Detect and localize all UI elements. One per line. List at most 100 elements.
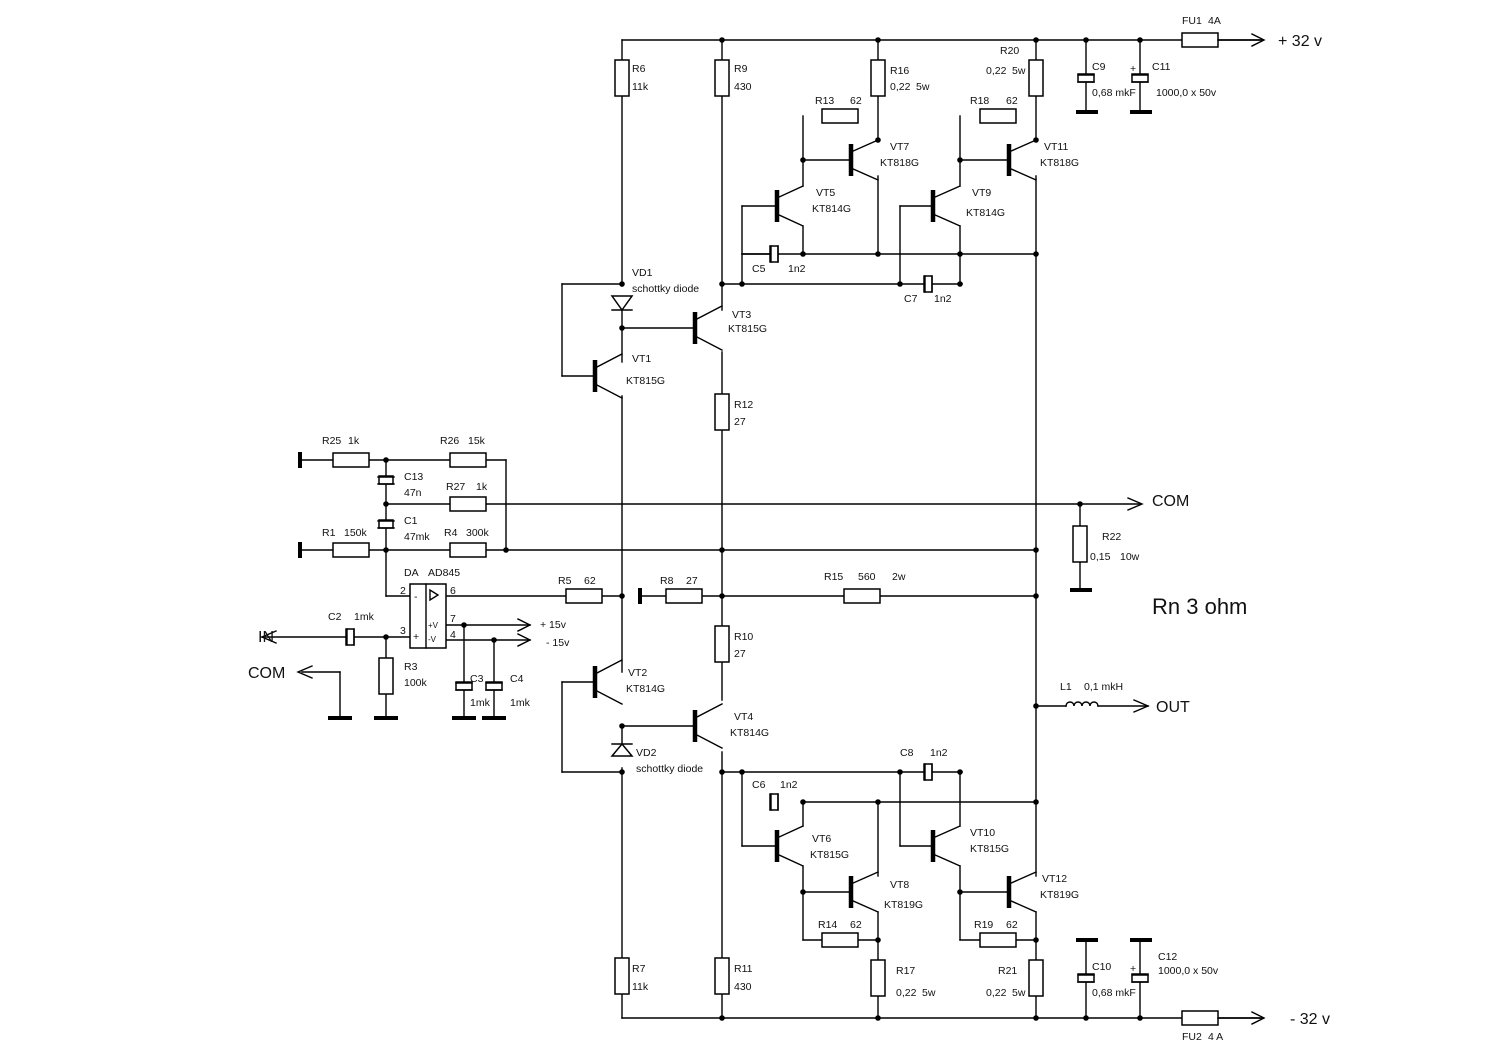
vt6-part: KT815G	[810, 849, 849, 861]
r17-extra: 5w	[922, 987, 936, 999]
r14-ref: R14	[818, 919, 837, 931]
r8-ref: R8	[660, 575, 674, 587]
vt5-part: KT814G	[812, 203, 851, 215]
com-out-label: COM	[1152, 493, 1189, 510]
c12-value: 1000,0 x 50v	[1158, 965, 1219, 977]
diodes	[610, 295, 634, 757]
opamp-pin4: 4	[450, 629, 456, 641]
r10-body	[714, 625, 730, 663]
vt8-ref: VT8	[890, 879, 909, 891]
vt9-ref: VT9	[972, 187, 991, 199]
r5-body	[565, 588, 603, 604]
wires	[261, 39, 1261, 1019]
r16-extra: 5w	[916, 81, 930, 93]
r26-ref: R26	[440, 435, 459, 447]
l1-ref: L1	[1060, 681, 1072, 693]
vt11-part: KT818G	[1040, 157, 1079, 169]
c5-value: 1n2	[788, 263, 806, 275]
opamp-pin3: 3	[400, 625, 406, 637]
r11-ref: R11	[734, 963, 753, 975]
r13-value: 62	[850, 95, 862, 107]
c8-ref: C8	[900, 747, 914, 759]
c9-ref: C9	[1092, 61, 1106, 73]
c2-ref: C2	[328, 611, 342, 623]
r4-value: 300k	[466, 527, 490, 539]
svg-text:+: +	[1130, 63, 1136, 75]
c2-value: 1mk	[354, 611, 375, 623]
vt3-ref: VT3	[732, 309, 751, 321]
r20-extra: 5w	[1012, 65, 1026, 77]
r4-body	[449, 542, 487, 558]
c13-ref: C13	[404, 471, 423, 483]
r8-body	[665, 588, 703, 604]
c3-value: 1mk	[470, 697, 491, 709]
opamp-vminus: -V	[428, 635, 437, 644]
vt6-ref: VT6	[812, 833, 831, 845]
vt5-ref: VT5	[816, 187, 835, 199]
c11-value: 1000,0 x 50v	[1156, 87, 1217, 99]
neg-supply-label: - 32 v	[1290, 1011, 1330, 1028]
r7-ref: R7	[632, 963, 646, 975]
svg-text:+: +	[1130, 963, 1136, 975]
c10-ref: C10	[1092, 961, 1111, 973]
r7-body	[614, 957, 630, 995]
vt11-ref: VT11	[1044, 141, 1068, 153]
vt3-part: KT815G	[728, 323, 767, 335]
r3-value: 100k	[404, 677, 428, 689]
r12-body	[714, 393, 730, 431]
vt2-ref: VT2	[628, 667, 647, 679]
r22-value: 0,15	[1090, 551, 1111, 563]
r19-body	[979, 932, 1017, 948]
opamp-plus: +	[413, 631, 419, 643]
fu2-ref: FU2	[1182, 1031, 1202, 1043]
r1-body	[332, 542, 370, 558]
r21-value: 0,22	[986, 987, 1007, 999]
l1-value: 0,1 mkH	[1084, 681, 1123, 693]
load-note: Rn 3 ohm	[1152, 594, 1247, 619]
vd2-note: schottky diode	[636, 763, 703, 775]
r21-body	[1028, 959, 1044, 997]
r1-value: 150k	[344, 527, 368, 539]
r13-body	[821, 108, 859, 124]
r18-body	[979, 108, 1017, 124]
c3-ref: C3	[470, 673, 484, 685]
r19-value: 62	[1006, 919, 1018, 931]
vt1-ref: VT1	[632, 353, 651, 365]
vd1-symbol	[610, 295, 634, 312]
r5-value: 62	[584, 575, 596, 587]
r1-ref: R1	[322, 527, 336, 539]
r5-ref: R5	[558, 575, 572, 587]
vt4-part: KT814G	[730, 727, 769, 739]
r4-ref: R4	[444, 527, 458, 539]
r7-value: 11k	[632, 981, 649, 993]
opamp-part: AD845	[428, 567, 460, 579]
vt2-part: KT814G	[626, 683, 665, 695]
r11-body	[714, 957, 730, 995]
r20-body	[1028, 59, 1044, 97]
r26-body	[449, 452, 487, 468]
r17-body	[870, 959, 886, 997]
r6-body	[614, 59, 630, 97]
r21-ref: R21	[998, 965, 1017, 977]
c5-ref: C5	[752, 263, 766, 275]
c1-ref: C1	[404, 515, 418, 527]
r20-value: 0,22	[986, 65, 1007, 77]
c1-value: 47mk	[404, 531, 430, 543]
r20-ref: R20	[1000, 45, 1019, 57]
c7-ref: C7	[904, 293, 918, 305]
junctions	[383, 37, 1143, 1021]
c12-ref: C12	[1158, 951, 1177, 963]
in-label: IN	[258, 629, 274, 646]
r17-value: 0,22	[896, 987, 917, 999]
vt8-part: KT819G	[884, 899, 923, 911]
c8-value: 1n2	[930, 747, 948, 759]
fu1-body	[1181, 32, 1219, 48]
r22-ref: R22	[1102, 531, 1121, 543]
com-in-label: COM	[248, 665, 285, 682]
vd2-symbol	[610, 742, 634, 757]
r22-extra: 10w	[1120, 551, 1140, 563]
r10-ref: R10	[734, 631, 753, 643]
opamp-vplus: +V	[428, 621, 439, 630]
arrows	[260, 33, 1266, 1025]
